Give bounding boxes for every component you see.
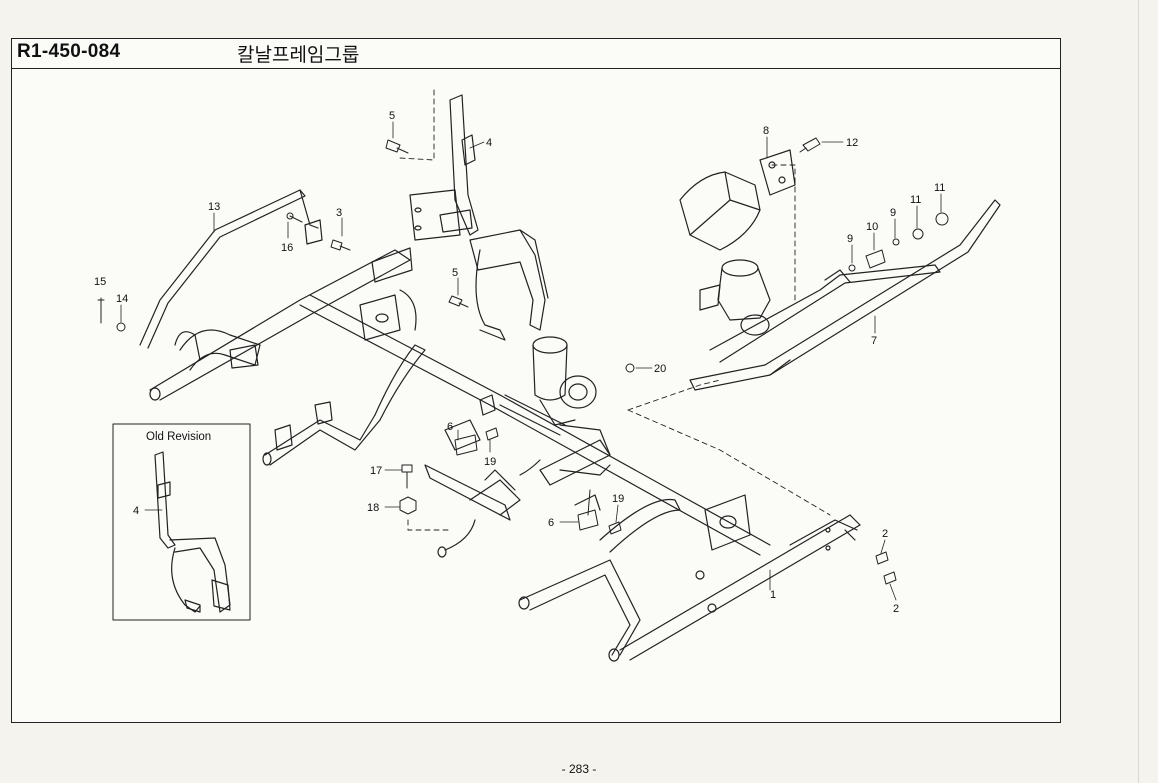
callout-11: 11 xyxy=(934,182,945,194)
callout-9: 9 xyxy=(890,207,896,219)
inset-callout-4: 4 xyxy=(133,505,139,517)
callout-13: 13 xyxy=(208,201,220,213)
callout-14: 14 xyxy=(116,293,128,305)
callout-6: 6 xyxy=(548,517,554,529)
callout-9: 9 xyxy=(847,233,853,245)
callout-19: 19 xyxy=(612,493,624,505)
callout-17: 17 xyxy=(370,465,382,477)
callout-12: 12 xyxy=(846,137,858,149)
callout-5: 5 xyxy=(389,110,395,122)
right-rail xyxy=(689,199,1001,391)
callout-1: 1 xyxy=(770,589,776,601)
part-code: R1-450-084 xyxy=(17,41,121,62)
blade-frame-main xyxy=(149,247,861,662)
dashed-guide-lines xyxy=(399,89,831,531)
callout-2: 2 xyxy=(882,528,888,540)
callout-5: 5 xyxy=(452,267,458,279)
callout-20: 20 xyxy=(654,363,666,375)
inset-title: Old Revision xyxy=(146,431,211,443)
callout-8: 8 xyxy=(763,125,769,137)
old-revision-inset: Old Revision 4 xyxy=(112,423,251,621)
callout-6: 6 xyxy=(447,421,453,433)
callout-10: 10 xyxy=(866,221,878,233)
callout-3: 3 xyxy=(336,207,342,219)
callout-2: 2 xyxy=(893,603,899,615)
callout-15: 15 xyxy=(94,276,106,288)
pivot-castings xyxy=(532,149,796,426)
callout-11: 11 xyxy=(910,194,921,206)
handle-bar xyxy=(139,189,323,361)
callout-18: 18 xyxy=(367,502,379,514)
upper-bracket xyxy=(409,94,549,341)
callout-leaders xyxy=(120,121,942,601)
page-edge-shadow xyxy=(1138,0,1139,783)
callout-16: 16 xyxy=(281,242,293,254)
header-bar: R1-450-084 칼날프레임그룹 xyxy=(12,39,1060,69)
group-title: 칼날프레임그룹 xyxy=(237,44,360,66)
page-number: - 283 - xyxy=(561,762,597,776)
callout-labels: 1 2 2 3 4 5 5 6 6 7 8 9 9 10 11 11 12 13… xyxy=(94,110,945,615)
callout-7: 7 xyxy=(871,335,877,347)
callout-19: 19 xyxy=(484,456,496,468)
callout-4: 4 xyxy=(486,137,492,149)
